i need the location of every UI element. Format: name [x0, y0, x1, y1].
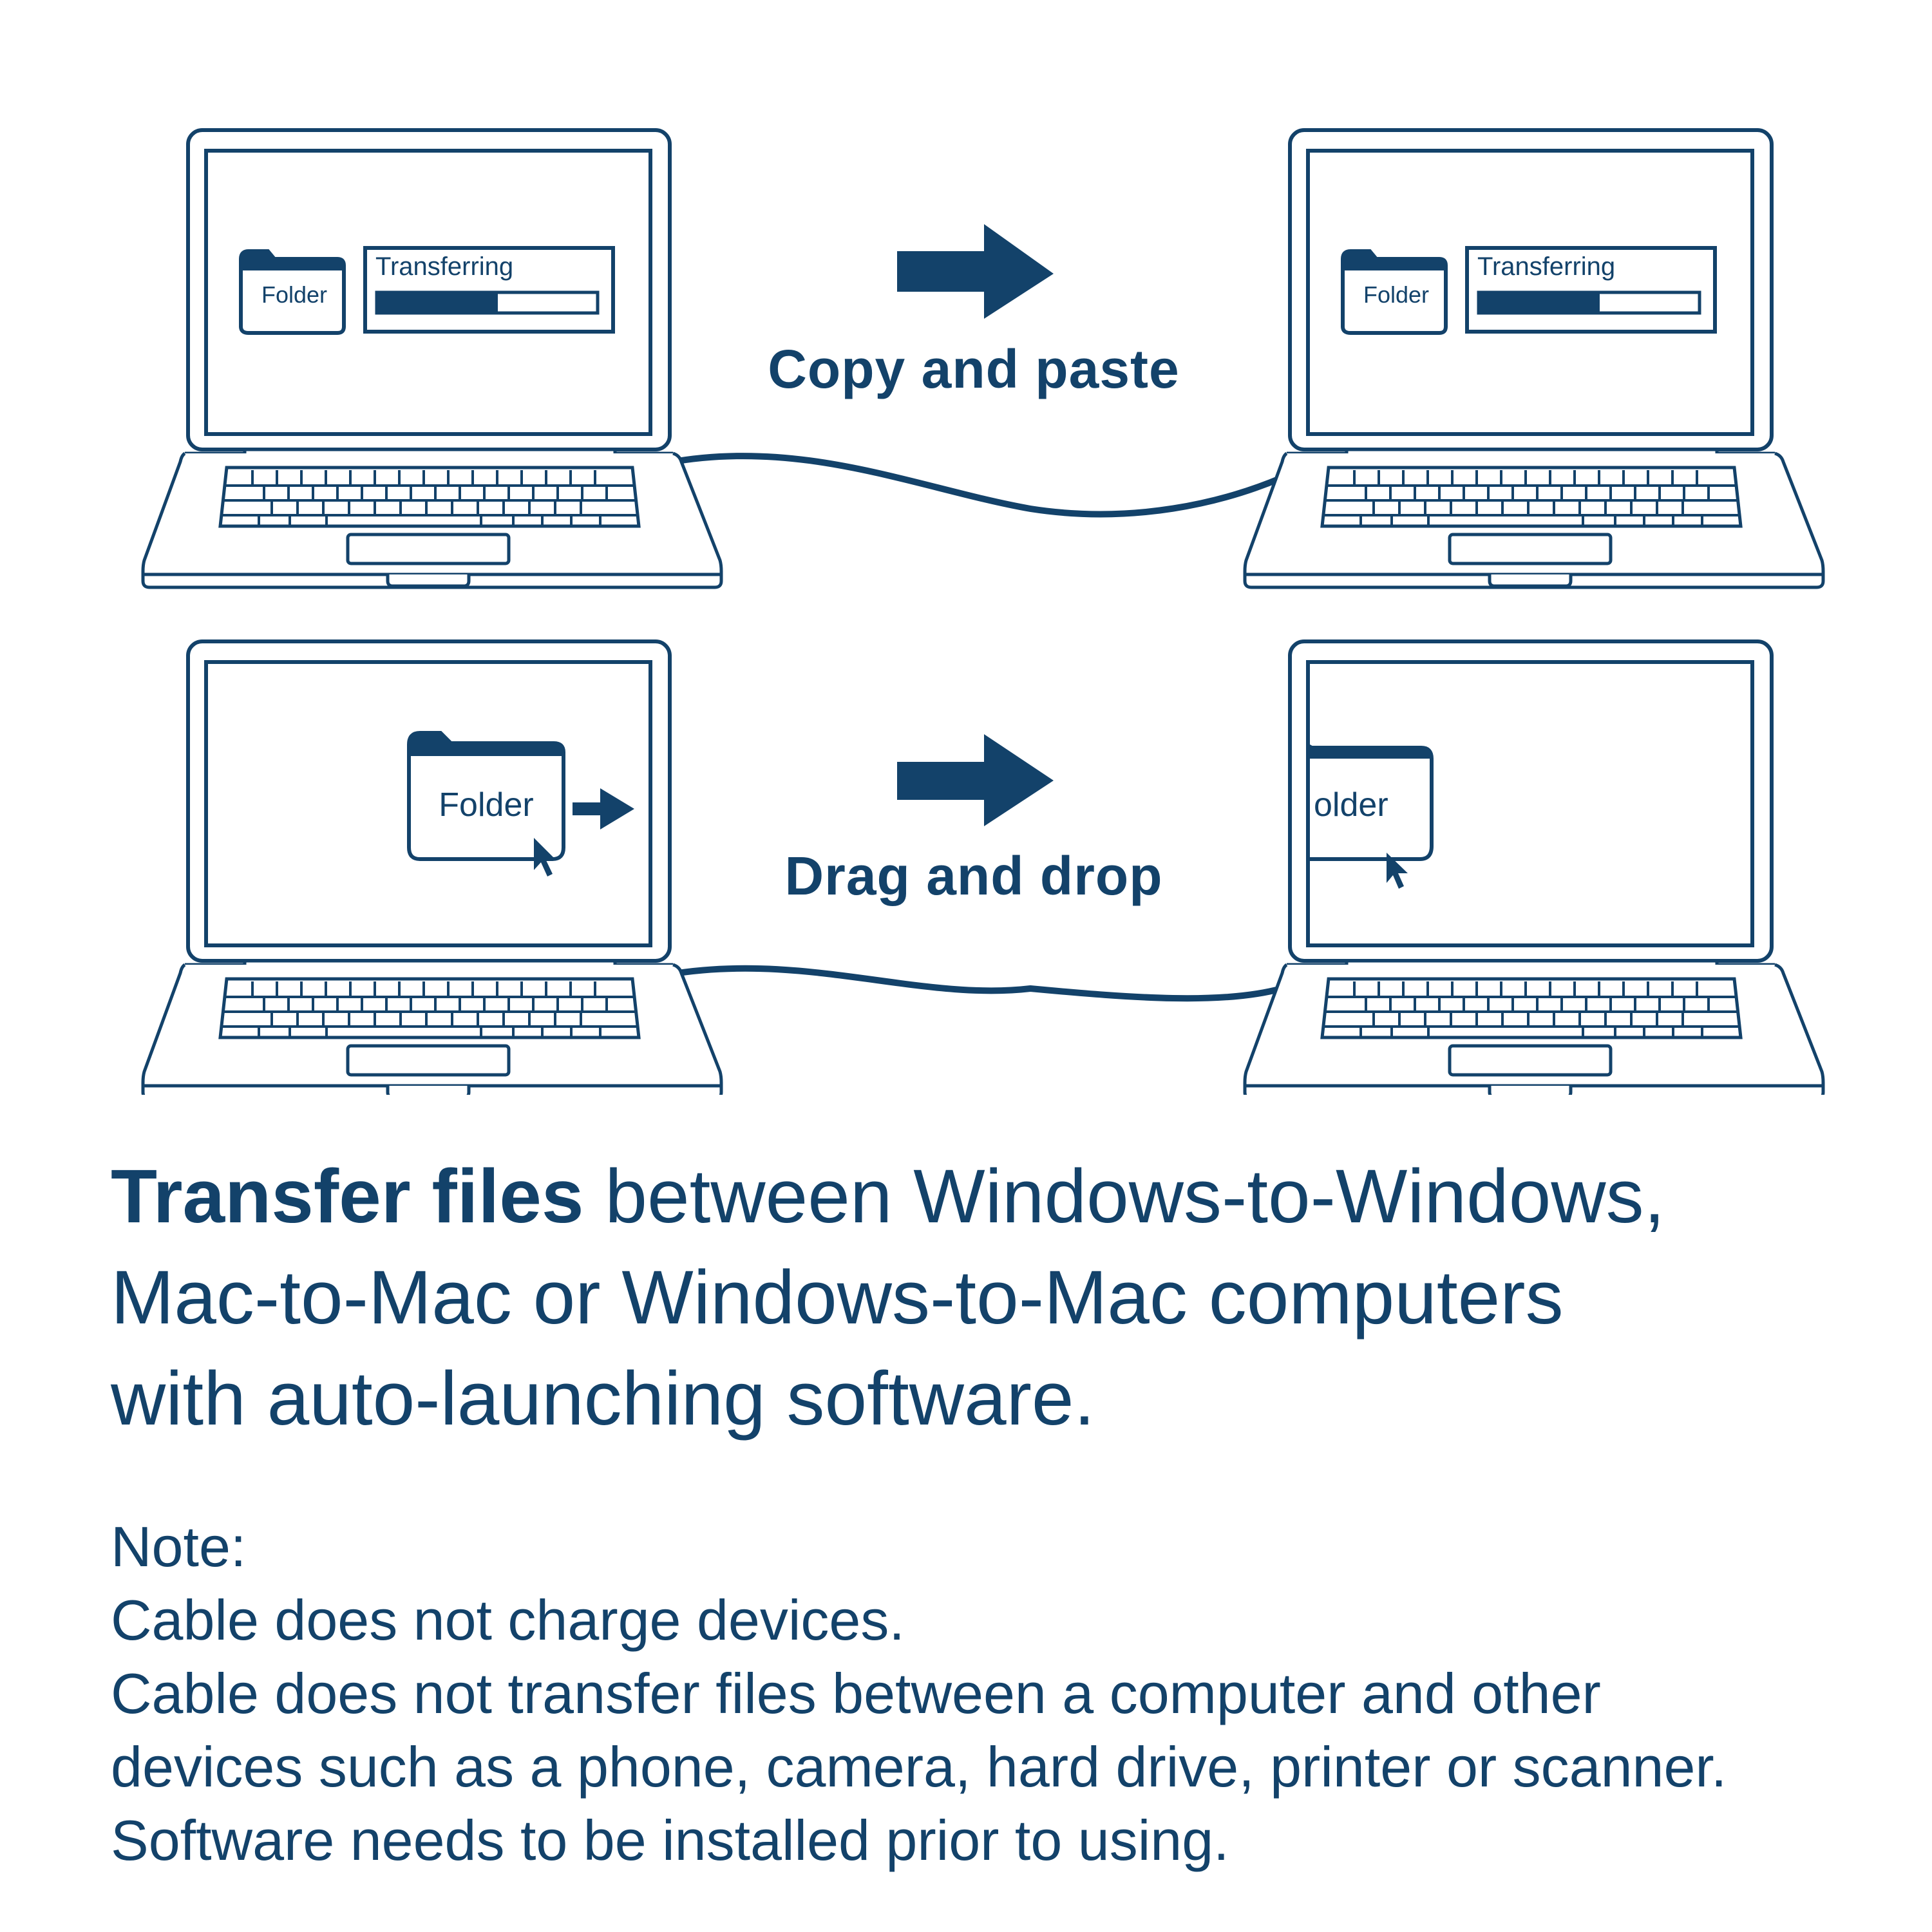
- cable-row1: [669, 453, 1283, 518]
- notes-title: Note:: [111, 1515, 247, 1578]
- note-line: Cable does not charge devices.: [111, 1588, 905, 1652]
- laptop-source-drag: [143, 641, 721, 1095]
- folder-label: Folder: [1363, 281, 1430, 308]
- headline-line3: with auto-launching software.: [111, 1356, 1095, 1441]
- headline-bold: Transfer files: [111, 1154, 584, 1239]
- headline-line2: Mac-to-Mac or Windows-to-Mac computers: [111, 1255, 1564, 1340]
- laptop-target-copy: [1245, 130, 1823, 587]
- right-arrow-icon: [897, 734, 1054, 826]
- note-line: Software needs to be installed prior to …: [111, 1808, 1229, 1872]
- headline-line1: between Windows-to-Windows,: [583, 1154, 1665, 1239]
- folder-label: Folder: [261, 281, 328, 308]
- dialog-title: Transferring: [1477, 252, 1616, 281]
- notes: Note: Cable does not charge devices. Cab…: [111, 1510, 1901, 1877]
- note-line: devices such as a phone, camera, hard dr…: [111, 1735, 1727, 1799]
- headline: Transfer files between Windows-to-Window…: [111, 1146, 1901, 1450]
- cable-row2: [669, 965, 1283, 1002]
- method-label-drag-drop: Drag and drop: [784, 846, 1163, 906]
- folder-label-partial: older: [1314, 786, 1388, 824]
- folder-label: Folder: [439, 786, 534, 824]
- dialog-title: Transferring: [375, 252, 514, 281]
- laptop-source-copy: [143, 130, 721, 587]
- diagram-illustration: [0, 0, 1932, 1095]
- method-label-copy-paste: Copy and paste: [768, 339, 1180, 399]
- right-arrow-icon: [897, 224, 1054, 319]
- laptop-target-drag: [1245, 641, 1823, 1095]
- note-line: Cable does not transfer files between a …: [111, 1662, 1601, 1725]
